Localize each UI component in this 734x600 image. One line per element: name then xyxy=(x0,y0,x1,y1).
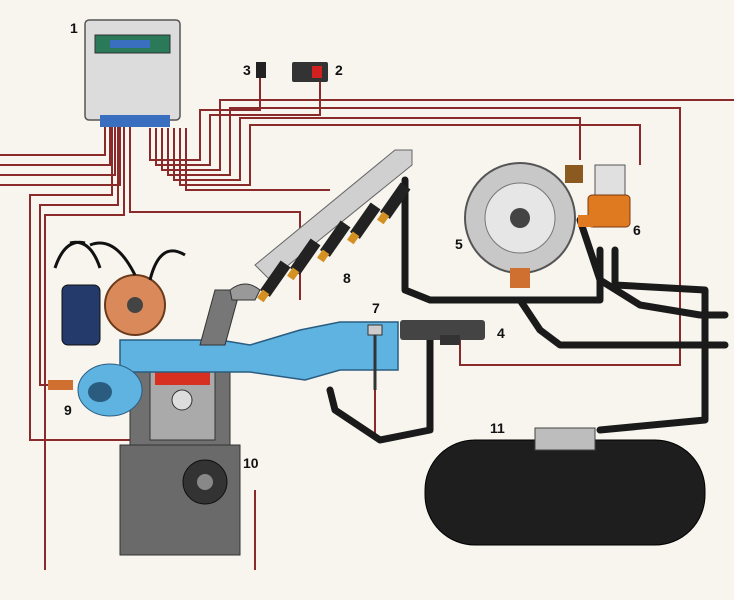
throttle-sensor-icon xyxy=(367,324,383,390)
map-sensor-icon xyxy=(400,320,485,345)
label-switch: 2 xyxy=(335,62,343,78)
ignition-coil-icon xyxy=(53,240,102,346)
label-relay: 3 xyxy=(243,62,251,78)
crank-sensor-icon xyxy=(182,459,228,505)
label-ignition-sensor: 9 xyxy=(64,402,72,418)
label-crank-sensor: 10 xyxy=(243,455,259,471)
solenoid-valve-icon xyxy=(578,164,631,228)
ignition-sensor-icon xyxy=(48,363,143,417)
reducer-icon xyxy=(464,162,583,288)
intake-manifold xyxy=(119,321,399,381)
label-map-sensor: 4 xyxy=(497,325,505,341)
gas-hoses xyxy=(326,176,729,444)
injectors-icon xyxy=(257,182,411,303)
distributor-icon xyxy=(89,241,186,336)
label-reducer: 5 xyxy=(455,236,463,252)
relay-icon xyxy=(256,62,266,78)
gas-tank-icon xyxy=(424,427,706,546)
label-injectors: 8 xyxy=(343,270,351,286)
label-ecu: 1 xyxy=(70,20,78,36)
switch-icon xyxy=(292,62,328,82)
fuel-rail xyxy=(254,149,413,281)
ecu-unit xyxy=(84,19,181,127)
wiring-harness xyxy=(0,70,734,570)
label-tank: 11 xyxy=(490,420,505,436)
engine-block xyxy=(119,359,241,556)
label-solenoid-valve: 6 xyxy=(633,222,641,238)
label-throttle-sensor: 7 xyxy=(372,300,380,316)
